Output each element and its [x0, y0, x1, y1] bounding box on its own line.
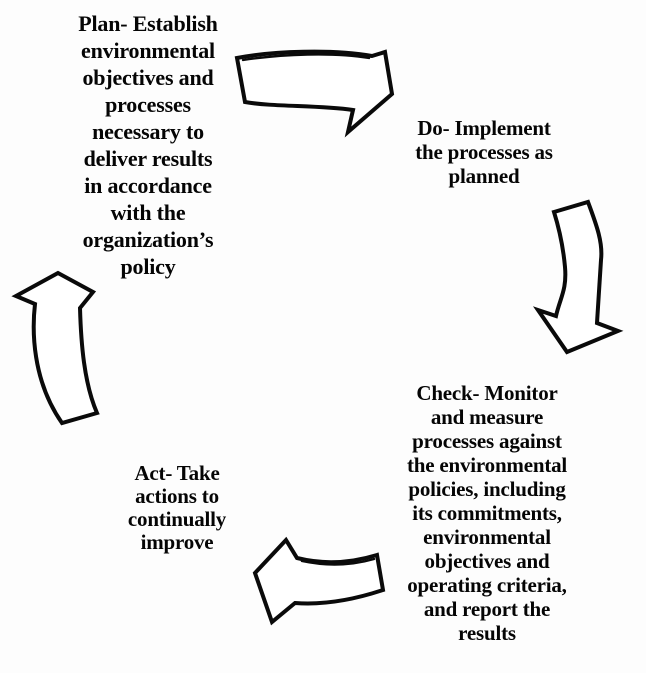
arrow-plan-to-do-icon [234, 49, 395, 138]
arrow-do-to-check-icon [532, 199, 624, 355]
arrow-check-to-act-icon [252, 536, 386, 626]
check-step-text: Check- Monitor and measure processes aga… [406, 381, 568, 645]
arrow-act-to-plan-icon [11, 270, 100, 426]
act-step-text: Act- Take actions to continually improve [127, 461, 227, 554]
plan-step-text: Plan- Establish environmental objectives… [78, 11, 218, 279]
do-step-text: Do- Implement the processes as planned [415, 116, 553, 188]
